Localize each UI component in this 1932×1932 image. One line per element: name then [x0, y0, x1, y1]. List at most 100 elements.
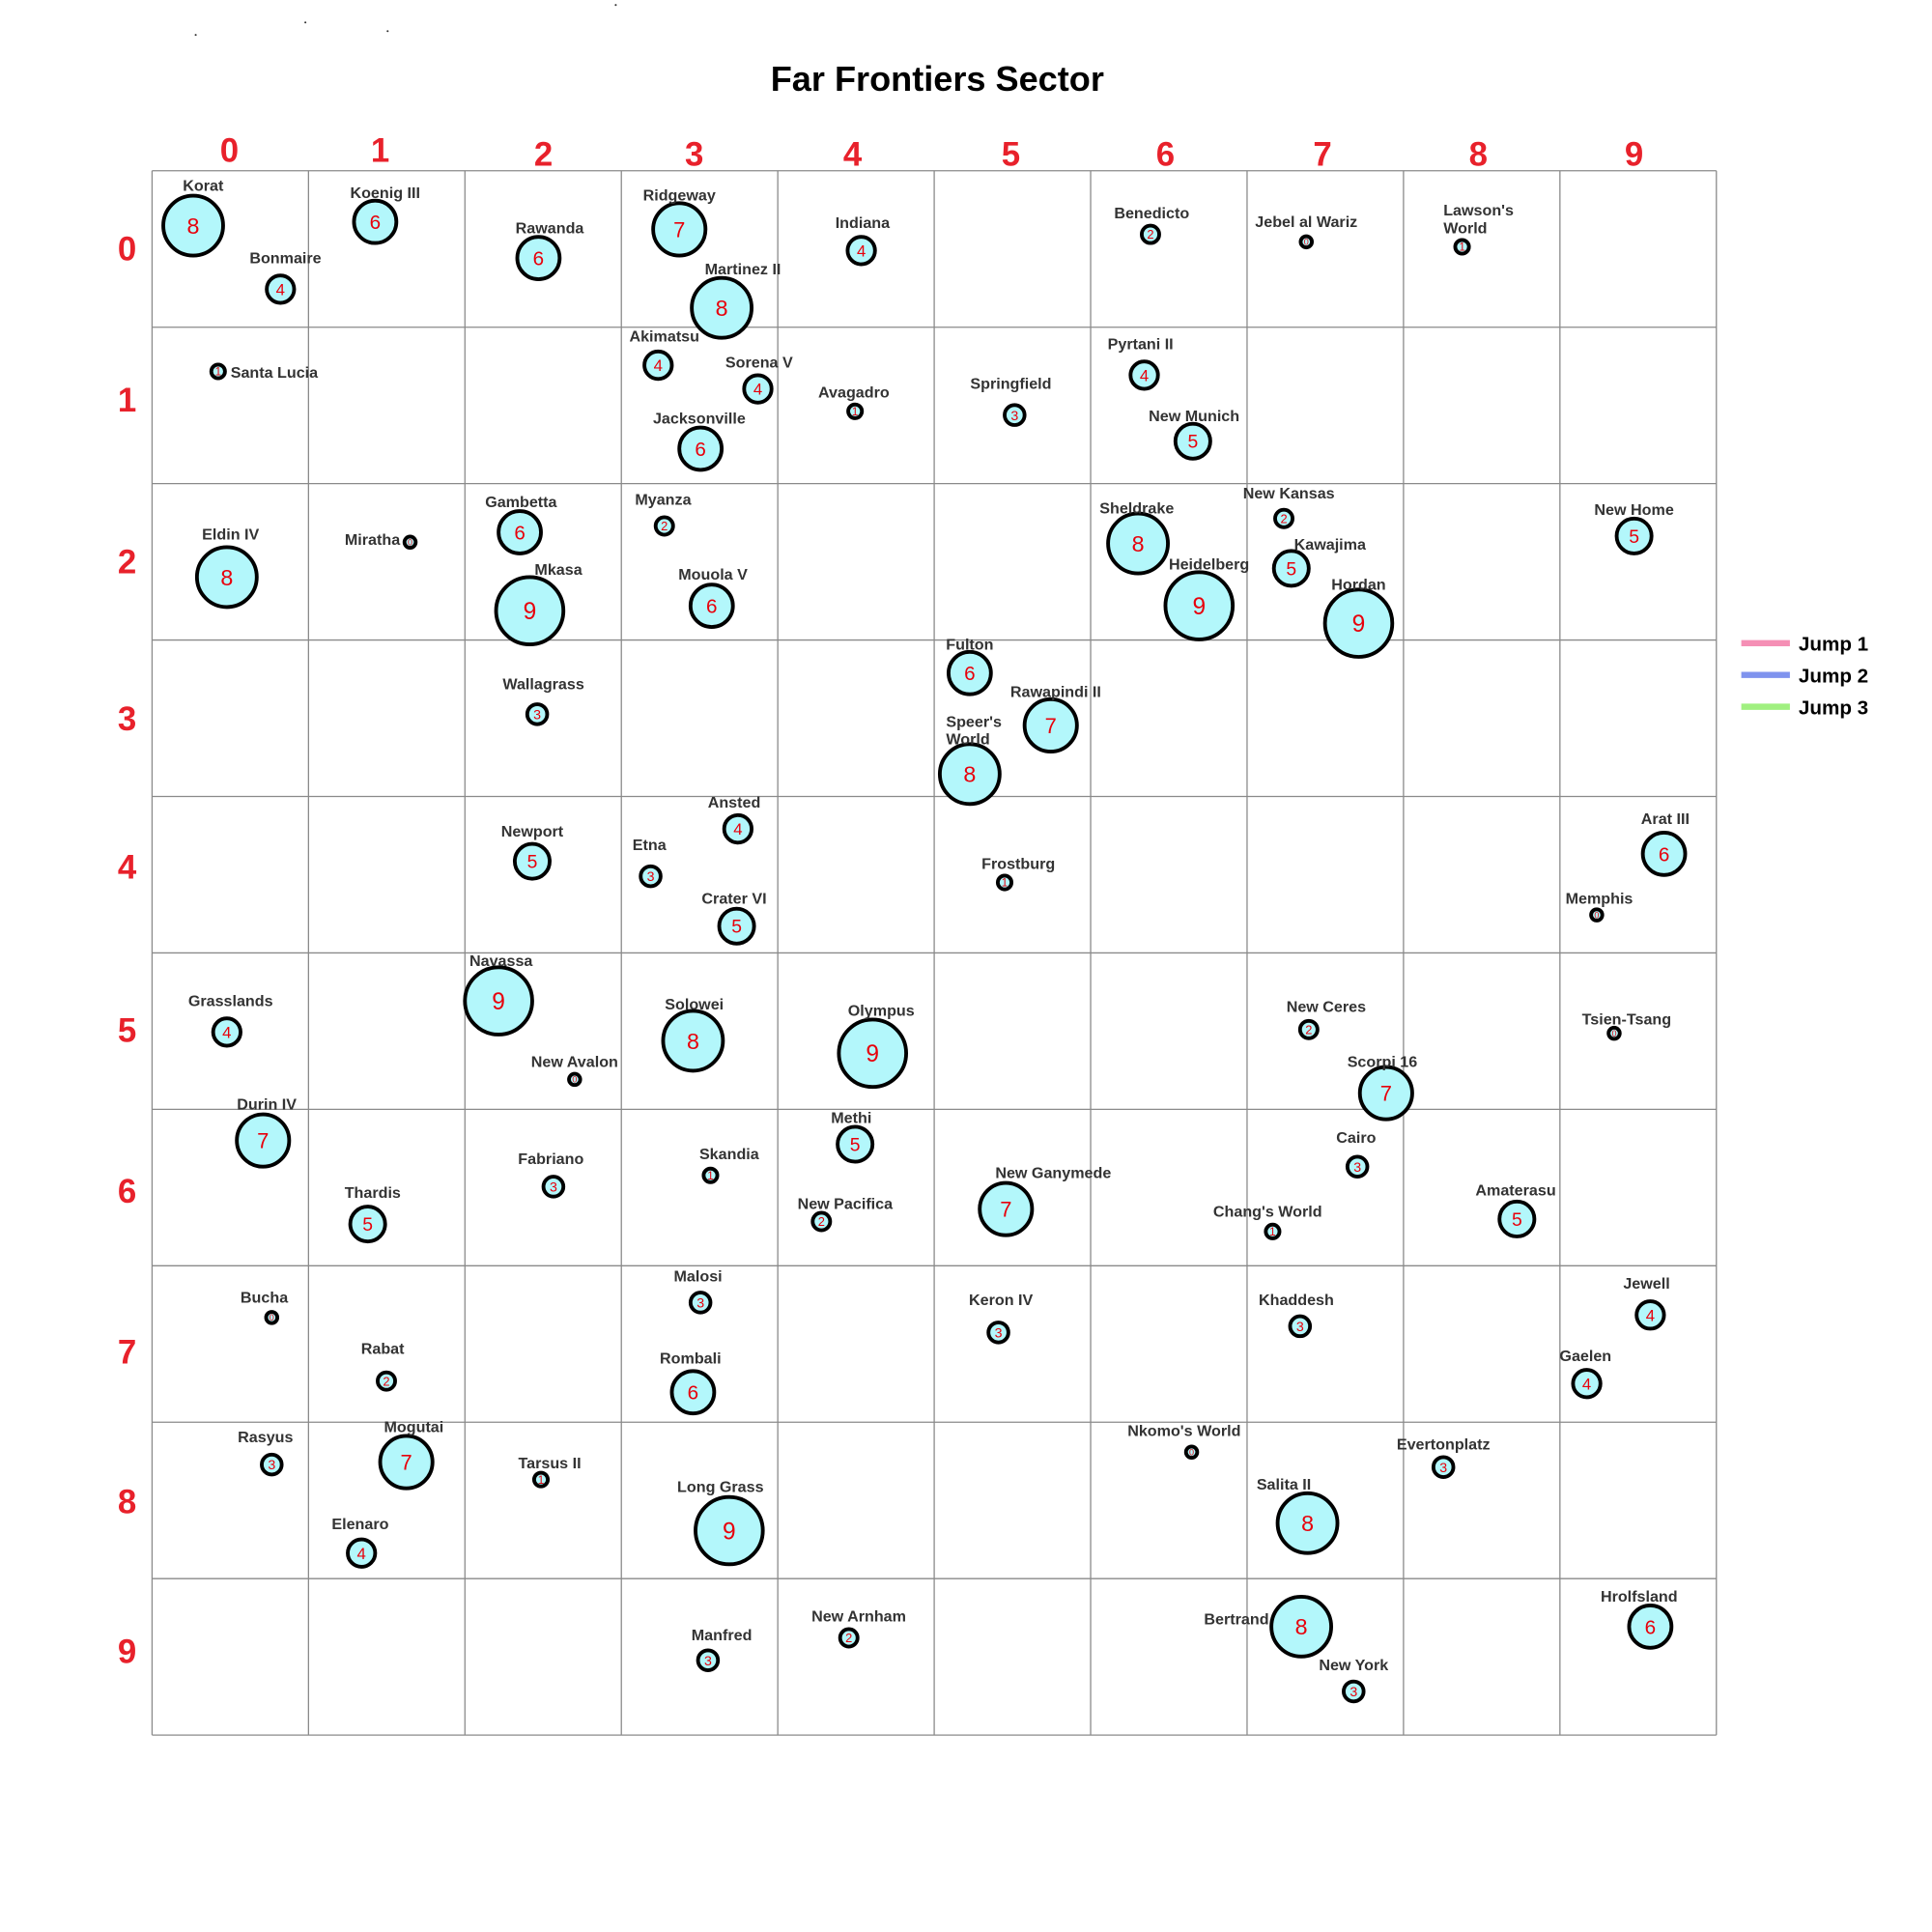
world-marker[interactable]: [742, 373, 774, 405]
world-marker[interactable]: [1497, 1199, 1537, 1238]
world-marker[interactable]: [1571, 1368, 1603, 1400]
world-marker[interactable]: [463, 965, 534, 1037]
world-marker[interactable]: [947, 649, 993, 696]
world-marker[interactable]: [378, 1434, 435, 1491]
world-marker[interactable]: [531, 1470, 551, 1489]
world-marker[interactable]: [661, 1009, 725, 1073]
world-marker[interactable]: [161, 193, 225, 258]
world-marker[interactable]: [1634, 1299, 1666, 1331]
world-marker[interactable]: [265, 273, 297, 305]
world-marker[interactable]: [1453, 238, 1471, 256]
world-marker[interactable]: [837, 1017, 908, 1090]
world-marker[interactable]: [1183, 1444, 1200, 1460]
world-marker[interactable]: [194, 545, 259, 610]
world-marker[interactable]: [1627, 1604, 1674, 1650]
world-marker[interactable]: [1128, 359, 1160, 391]
world-marker[interactable]: [986, 1321, 1010, 1345]
world-marker[interactable]: [810, 1210, 833, 1233]
world-marker[interactable]: [722, 812, 753, 845]
world-marker[interactable]: [352, 198, 399, 245]
world-marker[interactable]: [642, 349, 674, 382]
world-marker[interactable]: [937, 742, 1002, 807]
world-marker[interactable]: [1298, 234, 1314, 250]
world-marker[interactable]: [651, 201, 708, 258]
world-marker[interactable]: [541, 1175, 566, 1199]
world-marker[interactable]: [494, 575, 566, 647]
world-marker[interactable]: [1106, 511, 1170, 576]
world-marker[interactable]: [701, 1166, 720, 1184]
world-marker[interactable]: [1297, 1018, 1320, 1040]
world-marker[interactable]: [845, 235, 877, 267]
world-marker[interactable]: [346, 1537, 378, 1569]
world-marker[interactable]: [1431, 1455, 1456, 1479]
world-marker[interactable]: [260, 1452, 284, 1477]
world-marker[interactable]: [497, 509, 543, 555]
world-marker[interactable]: [209, 362, 227, 381]
world-marker[interactable]: [512, 841, 552, 881]
world-marker[interactable]: [1345, 1154, 1370, 1179]
world-marker[interactable]: [567, 1071, 582, 1088]
world-marker[interactable]: [1357, 1065, 1414, 1122]
world-marker[interactable]: [836, 1124, 875, 1164]
world-marker[interactable]: [264, 1310, 280, 1325]
world-marker[interactable]: [639, 864, 663, 889]
world-marker[interactable]: [696, 1648, 721, 1672]
world-marker[interactable]: [1322, 587, 1395, 659]
world-marker[interactable]: [515, 235, 562, 281]
world-marker[interactable]: [1342, 1679, 1366, 1704]
world-marker[interactable]: [1022, 696, 1079, 753]
world-marker[interactable]: [211, 1016, 242, 1048]
world-marker[interactable]: [1275, 1491, 1340, 1555]
world-marker[interactable]: [995, 873, 1014, 892]
world-marker[interactable]: [1163, 570, 1236, 641]
world-marker[interactable]: [1614, 516, 1654, 555]
world-marker[interactable]: [677, 425, 724, 472]
world-marker[interactable]: [688, 582, 735, 629]
world-marker[interactable]: [978, 1180, 1035, 1237]
